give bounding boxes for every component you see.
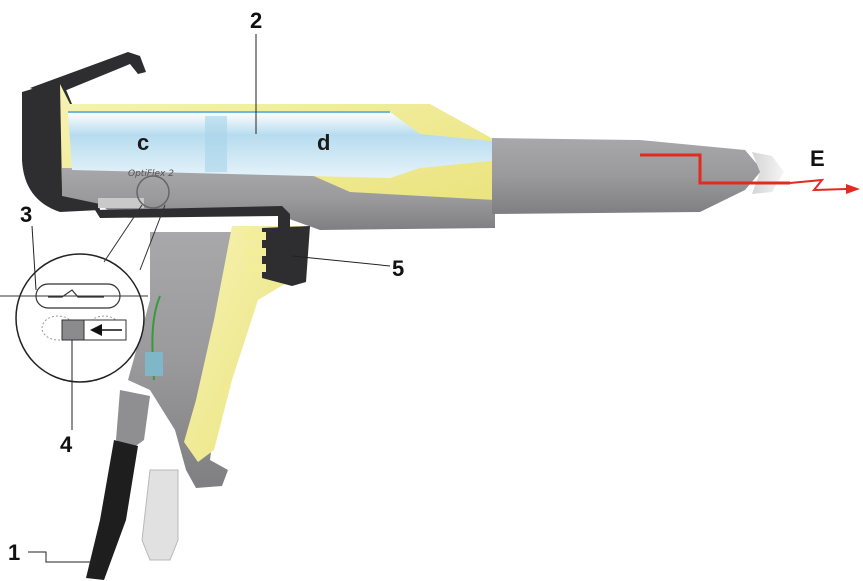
detail-connector bbox=[139, 204, 166, 271]
detail-circle bbox=[15, 253, 145, 383]
trigger-rib bbox=[244, 232, 266, 240]
switch-contact bbox=[48, 289, 104, 298]
chamber-label-d: d bbox=[317, 130, 330, 155]
leader-3 bbox=[31, 225, 37, 291]
chamber-label-c: c bbox=[137, 130, 149, 155]
wire-connector bbox=[145, 352, 163, 376]
detail-origin-circle bbox=[136, 175, 170, 209]
callout-e: E bbox=[810, 146, 825, 171]
nozzle-body bbox=[492, 138, 762, 214]
body-lower-gray bbox=[62, 168, 495, 230]
electrode-line bbox=[640, 153, 790, 185]
brand-label: OptiFlex 2 bbox=[128, 169, 174, 179]
callout-1: 1 bbox=[8, 540, 20, 565]
magnet-block bbox=[61, 319, 85, 341]
cable-connector bbox=[116, 390, 150, 450]
trigger-rib bbox=[244, 248, 266, 256]
callout-2: 2 bbox=[250, 8, 262, 33]
spring bbox=[98, 198, 144, 208]
rear-cap bbox=[22, 80, 100, 212]
trigger-rib bbox=[244, 264, 266, 272]
internal-frame bbox=[95, 206, 290, 232]
handle-yellow-grip bbox=[184, 226, 298, 462]
switch-housing bbox=[35, 283, 121, 309]
magnet-arrowhead bbox=[90, 324, 102, 336]
callout-5: 5 bbox=[392, 256, 404, 281]
powder-hose bbox=[141, 469, 179, 561]
leader-1 bbox=[28, 551, 96, 563]
trigger bbox=[262, 226, 310, 286]
callout-3: 3 bbox=[20, 202, 32, 227]
leader-5 bbox=[291, 255, 391, 267]
detail-connector bbox=[103, 204, 143, 263]
discharge-arrow bbox=[789, 178, 847, 192]
cable bbox=[86, 440, 138, 580]
arrowhead bbox=[846, 184, 860, 194]
callout-4: 4 bbox=[60, 432, 73, 457]
chamber-divider bbox=[205, 116, 227, 172]
